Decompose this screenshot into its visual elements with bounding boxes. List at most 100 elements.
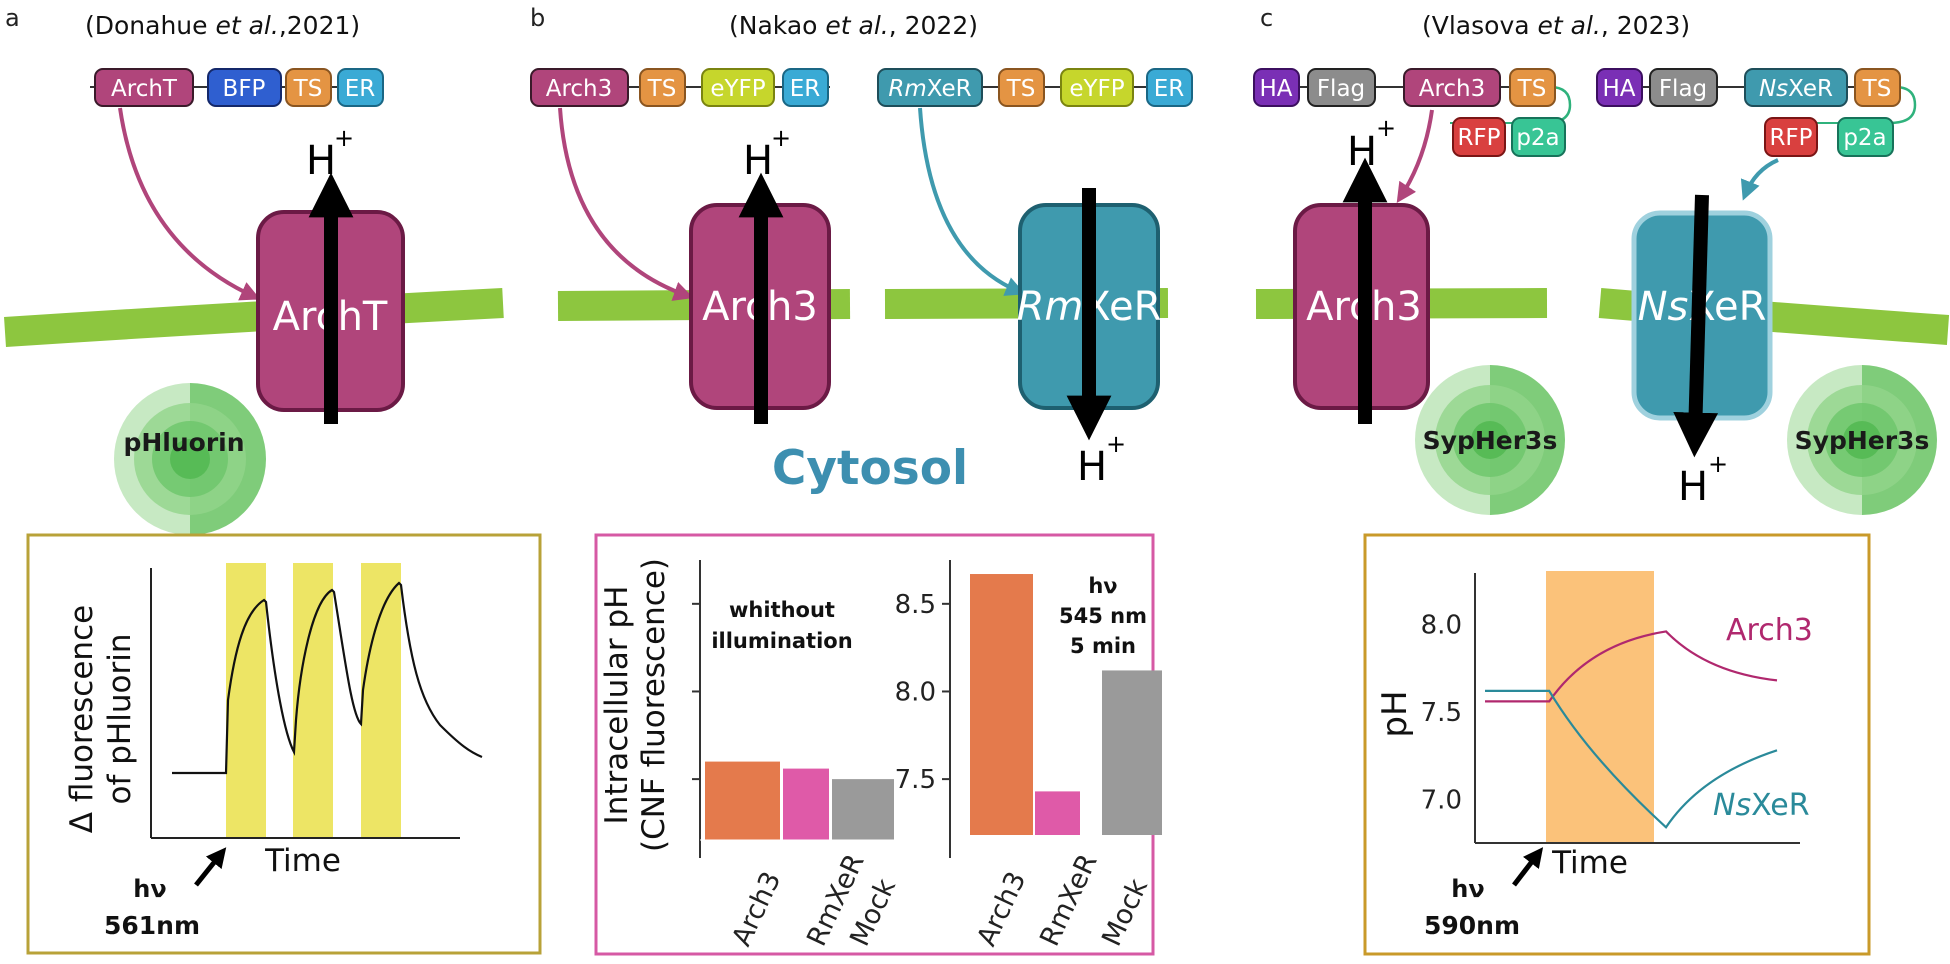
hplus-c-left-sup: + [1376, 114, 1396, 142]
chart-c-illumination-window [1546, 571, 1654, 843]
tag-rfp-c-right: RFP [1769, 125, 1812, 151]
sensor-sypher3s-right-label: SypHer3s [1795, 426, 1930, 455]
tag-er-label: ER [345, 76, 376, 102]
tag-rmxer-b: RmXeR [888, 76, 971, 102]
tag-ts-b-left: TS [647, 76, 677, 102]
tag-er-b-left: ER [790, 76, 821, 102]
chart-b-right-cat-2: Mock [1096, 874, 1154, 951]
hplus-c-right: H [1678, 464, 1708, 510]
tag-ha-c-right: HA [1602, 76, 1635, 102]
tag-p2a-c-left: p2a [1516, 125, 1559, 151]
chart-b-left-title-2: illumination [711, 629, 852, 653]
chart-b-right-title-2: 545 nm [1059, 604, 1147, 628]
tag-nsxer-c: NsXeR [1759, 76, 1833, 102]
chart-b-right-bar-arch3 [970, 574, 1033, 835]
chart-b-ylabel-1: Intracellular pH [599, 586, 635, 825]
chart-a-ylabel-2: of pHluorin [102, 634, 138, 805]
chart-a-hv-arrow [194, 847, 227, 887]
illumination-window-3 [361, 563, 401, 839]
tag-ts-label: TS [293, 76, 323, 102]
chart-b-ylabel-2: (CNF fluorescence) [636, 558, 672, 852]
tag-er [337, 68, 384, 107]
panel-c-citation: (Vlasova et al., 2023) [1422, 11, 1690, 40]
proton-arrow-c-right [1673, 194, 1719, 458]
chart-c-legend-nsxer: NsXeR [1713, 788, 1810, 823]
panel-a-letter: a [5, 4, 20, 32]
chart-b-right-title-3: 5 min [1070, 634, 1136, 658]
chart-c-xlabel: Time [1551, 845, 1628, 881]
chart-b-left-title-1: whithout [729, 598, 835, 622]
chart-c-hv: hν [1451, 875, 1484, 903]
chart-b-right-bar-mock [1102, 670, 1162, 835]
chart-a-hv: hν [133, 875, 166, 903]
membrane-a [4, 288, 504, 347]
chart-b-right-tick-label-2: 8.5 [895, 590, 936, 620]
hplus-a-sup: + [334, 124, 354, 152]
illumination-window-2 [293, 563, 333, 839]
targeting-arrow-c-right [1740, 158, 1779, 201]
chart-a-ylabel-1: Δ fluorescence [64, 605, 100, 833]
chart-c-series-nsxer [1485, 689, 1778, 829]
tag-p2a-c-right: p2a [1843, 125, 1886, 151]
chart-c-frame [1363, 533, 1871, 956]
sensor-phluorin-label: pHluorin [123, 428, 244, 457]
chart-c-hv-arrow [1512, 847, 1544, 887]
targeting-arrow-c-left [1396, 109, 1434, 204]
chart-b-right-tick-label-0: 7.5 [895, 765, 936, 795]
chart-a-trace [172, 581, 483, 775]
chart-c-tick-label-2: 8.0 [1421, 610, 1462, 640]
panel-b: b (Nakao et al., 2022) Arch3 TS eYFP ER … [530, 4, 1193, 956]
illumination-window-1 [226, 563, 266, 839]
sensor-sypher3s-left-label: SypHer3s [1423, 426, 1558, 455]
panel-b-citation: (Nakao et al., 2022) [729, 11, 978, 40]
panel-b-letter: b [530, 4, 545, 32]
tag-er-b-right: ER [1154, 76, 1185, 102]
panel-a-citation: (Donahue et al.,2021) [85, 11, 360, 40]
chart-c-tick-label-0: 7.0 [1421, 785, 1462, 815]
tag-ts-c-right: TS [1862, 76, 1892, 102]
hplus-b-right-sup: + [1106, 430, 1126, 458]
chart-b-left-cat-0: Arch3 [726, 867, 787, 951]
tag-ts-b-right: TS [1006, 76, 1036, 102]
chart-b-left-bar-arch3 [705, 761, 780, 840]
chart-c-tick-label-1: 7.5 [1421, 698, 1462, 728]
hplus-c-right-sup: + [1708, 450, 1728, 478]
tag-archt [94, 68, 194, 107]
tag-flag-c-right: Flag [1659, 76, 1707, 102]
tag-eyfp-b-right: eYFP [1069, 76, 1124, 102]
construct-b-left: Arch3 TS eYFP ER [530, 68, 830, 107]
chart-b-left-bar-mock [832, 779, 894, 840]
chart-c-series-arch3 [1485, 630, 1778, 703]
panel-c: c (Vlasova et al., 2023) HA Flag Arch3 T… [1253, 4, 1937, 956]
chart-b-right-cat-0: Arch3 [971, 867, 1032, 951]
targeting-arrow-b-left [558, 107, 694, 301]
tag-rfp-c-left: RFP [1457, 125, 1500, 151]
chart-a-frame [26, 533, 542, 955]
construct-a: ArchT BFP TS ER [90, 68, 384, 107]
hplus-b-right: H [1077, 444, 1107, 490]
tag-ts-c-left: TS [1517, 76, 1547, 102]
protein-rmxer-b-label: RmXeR [1017, 284, 1162, 330]
targeting-arrow-b-right [918, 107, 1026, 296]
chart-c-wavelength: 590nm [1424, 911, 1520, 940]
sensor-phluorin: pHluorin [114, 383, 266, 535]
hplus-b-left-sup: + [771, 124, 791, 152]
tag-archt-label: ArchT [111, 76, 178, 102]
construct-c-right: HA Flag NsXeR TS RFP p2a [1596, 68, 1917, 157]
tag-arch3-b: Arch3 [546, 76, 613, 102]
hplus-a: H [306, 138, 336, 184]
hplus-b-left: H [743, 138, 773, 184]
tag-bfp-label: BFP [223, 76, 266, 102]
chart-b-right-title-1: hν [1088, 574, 1117, 598]
panel-a: a (Donahue et al.,2021) ArchT BFP TS ER … [5, 4, 542, 955]
chart-b-right-tick-label-1: 8.0 [895, 677, 936, 707]
chart-b-left-bar-rmxer [783, 768, 829, 840]
chart-a-wavelength: 561nm [104, 911, 200, 940]
chart-b-right-cat-1: RmXeR [1034, 849, 1103, 951]
cytosol-label: Cytosol [772, 441, 968, 496]
panel-c-letter: c [1260, 4, 1273, 32]
chart-b-right-bar-rmxer [1035, 791, 1080, 835]
